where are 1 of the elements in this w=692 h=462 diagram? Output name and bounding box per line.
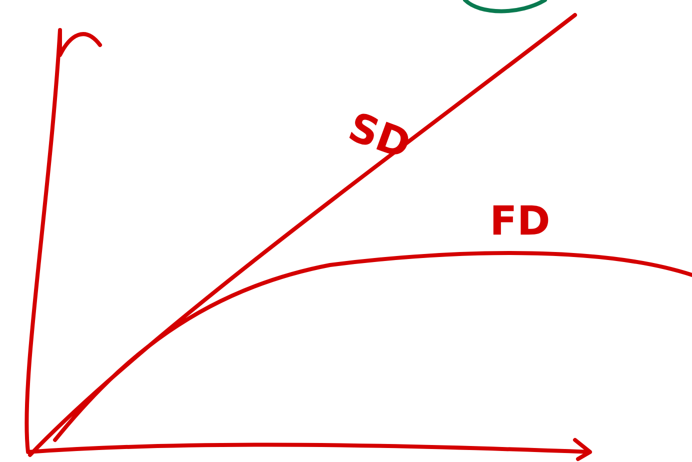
- curve-label: FD: [493, 205, 548, 235]
